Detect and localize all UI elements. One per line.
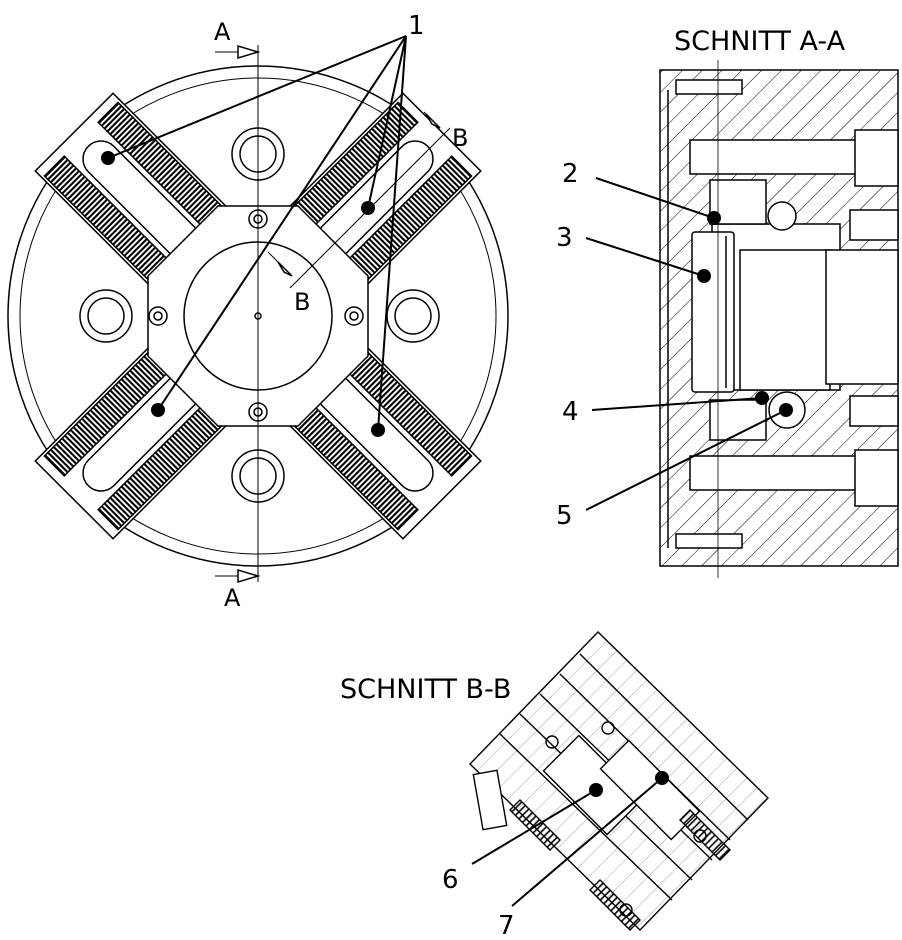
section-aa-dots xyxy=(697,211,793,417)
section-mark-b-top: B xyxy=(452,124,468,152)
callout-5: 5 xyxy=(556,501,573,531)
callout-4: 4 xyxy=(562,397,579,427)
section-bb-title: SCHNITT B-B xyxy=(340,674,511,705)
bolt-hole-left xyxy=(79,289,133,343)
section-bb-dots xyxy=(589,771,669,797)
callout-1-dots xyxy=(101,151,385,437)
section-aa-leaders xyxy=(585,177,787,511)
section-aa-piston xyxy=(691,231,735,393)
callout-3: 3 xyxy=(556,223,573,253)
section-aa-title: SCHNITT A-A xyxy=(674,26,846,57)
section-mark-a-top: A xyxy=(214,18,231,46)
section-mark-a-bottom: A xyxy=(224,584,241,612)
callout-6: 6 xyxy=(442,865,459,895)
section-mark-b-center: B xyxy=(294,288,310,316)
section-bb-leaders xyxy=(471,777,663,907)
section-aa-view xyxy=(659,60,899,578)
callout-1: 1 xyxy=(408,11,425,41)
callout-7: 7 xyxy=(498,911,515,940)
callout-1-leaders xyxy=(107,35,407,431)
section-bb-view xyxy=(469,631,769,931)
front-view xyxy=(7,44,509,584)
callout-2: 2 xyxy=(562,159,579,189)
